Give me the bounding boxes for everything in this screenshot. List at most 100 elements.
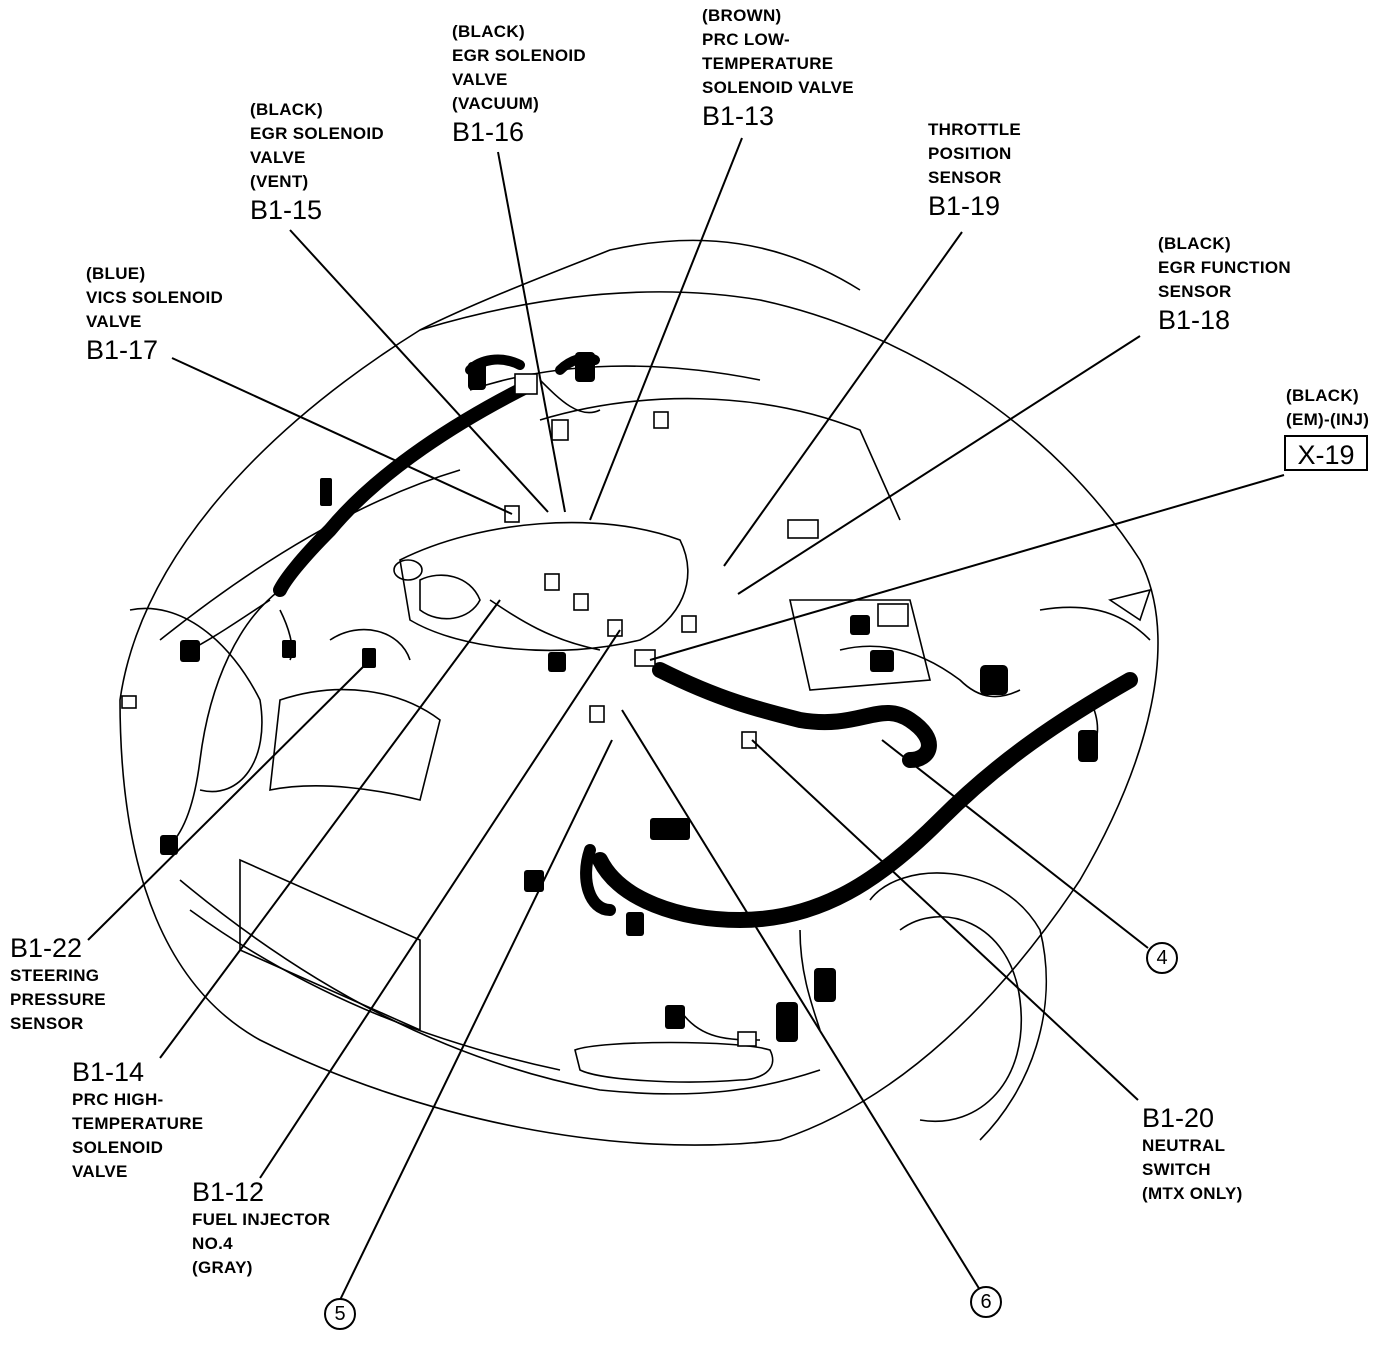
label-line: EGR FUNCTION — [1158, 258, 1291, 277]
label-line: (BROWN) — [702, 6, 782, 25]
label-x-19: (BLACK) (EM)-(INJ) — [1286, 384, 1369, 432]
hood-edge — [159, 469, 461, 641]
label-line: (BLACK) — [250, 100, 323, 119]
label-line: TEMPERATURE — [702, 54, 834, 73]
connector-code: B1-15 — [250, 195, 323, 225]
connector — [551, 419, 569, 441]
engine-cover — [399, 521, 689, 652]
fog-lamp — [574, 1041, 774, 1083]
battery-box — [789, 599, 932, 691]
connector-code: B1-19 — [928, 191, 1001, 221]
connector — [1078, 730, 1098, 762]
intake-pipe — [419, 574, 481, 620]
label-line: VALVE — [72, 1162, 128, 1181]
connector — [626, 912, 644, 936]
label-line: EGR SOLENOID — [250, 124, 384, 143]
label-b1-14: B1-14 PRC HIGH- TEMPERATURE SOLENOID VAL… — [72, 1056, 203, 1184]
connector — [814, 968, 836, 1002]
label-b1-22: B1-22 STEERING PRESSURE SENSOR — [10, 932, 106, 1036]
label-line: NEUTRAL — [1142, 1136, 1226, 1155]
leader-b1-19 — [723, 231, 963, 567]
bumper-front — [179, 879, 821, 1095]
connector — [589, 705, 605, 723]
label-line: FUEL INJECTOR — [192, 1210, 331, 1229]
connector — [180, 640, 200, 662]
connector-code: B1-22 — [10, 933, 83, 963]
leader-b1-13 — [589, 137, 743, 521]
connector-code-x-19: X-19 — [1284, 435, 1368, 471]
callout-4: 4 — [1146, 942, 1178, 974]
leader-b1-18 — [737, 335, 1141, 595]
leader-x-19 — [649, 474, 1285, 661]
leader-c6 — [621, 709, 981, 1291]
wire-left-lamp — [169, 589, 281, 846]
connector — [573, 593, 589, 611]
connector — [320, 478, 332, 506]
connector — [575, 352, 595, 382]
grille-line — [189, 909, 561, 1071]
connector — [650, 818, 690, 840]
connector — [787, 519, 819, 539]
callout-5: 5 — [324, 1298, 356, 1330]
connector-code: B1-20 — [1142, 1103, 1215, 1133]
label-b1-13: (BROWN) PRC LOW- TEMPERATURE SOLENOID VA… — [702, 4, 854, 132]
leader-b1-12 — [259, 629, 621, 1179]
label-line: VICS SOLENOID — [86, 288, 224, 307]
body-outline — [119, 291, 1159, 1146]
label-line: SENSOR — [10, 1014, 84, 1033]
label-line: TEMPERATURE — [72, 1114, 204, 1133]
connector-code: B1-14 — [72, 1057, 145, 1087]
connector — [665, 1005, 685, 1029]
label-line: SENSOR — [928, 168, 1002, 187]
label-line: (BLACK) — [1286, 386, 1359, 405]
leader-b1-15 — [289, 229, 549, 513]
label-b1-12: B1-12 FUEL INJECTOR NO.4 (GRAY) — [192, 1176, 330, 1280]
connectors — [160, 352, 1098, 1042]
connector — [121, 695, 137, 709]
label-line: SWITCH — [1142, 1160, 1211, 1179]
connector — [870, 650, 894, 672]
connector — [741, 731, 757, 749]
label-line: VALVE — [452, 70, 508, 89]
connector — [362, 648, 376, 668]
connector — [544, 573, 560, 591]
label-line: VALVE — [86, 312, 142, 331]
mirror-right — [1108, 588, 1152, 622]
firewall — [539, 397, 901, 521]
harness-main-right — [652, 662, 937, 768]
connector — [160, 835, 178, 855]
strut-left — [329, 628, 411, 661]
label-line: (BLUE) — [86, 264, 146, 283]
label-line: NO.4 — [192, 1234, 233, 1253]
headlight-left — [129, 607, 263, 793]
label-line: (VACUUM) — [452, 94, 540, 113]
cowl — [469, 365, 761, 391]
connector — [877, 603, 909, 627]
label-line: THROTTLE — [928, 120, 1022, 139]
label-line: SOLENOID VALVE — [702, 78, 854, 97]
connector-code: B1-16 — [452, 117, 525, 147]
label-b1-19: THROTTLE POSITION SENSOR B1-19 — [928, 118, 1021, 222]
wire-rear — [839, 645, 1021, 698]
oil-cap — [393, 559, 423, 581]
harness-main-left — [273, 378, 537, 597]
wheel-arch — [869, 872, 1047, 1141]
label-line: (VENT) — [250, 172, 309, 191]
connector-code: B1-13 — [702, 101, 775, 131]
wire-top — [539, 379, 601, 414]
label-line: VALVE — [250, 148, 306, 167]
connector — [634, 649, 656, 667]
label-line: (MTX ONLY) — [1142, 1184, 1243, 1203]
label-b1-18: (BLACK) EGR FUNCTION SENSOR B1-18 — [1158, 232, 1291, 336]
leader-b1-22 — [87, 659, 371, 941]
callout-6: 6 — [970, 1286, 1002, 1318]
leader-c5 — [339, 739, 613, 1301]
label-line: SENSOR — [1158, 282, 1232, 301]
connector — [653, 411, 669, 429]
connector-code: B1-17 — [86, 335, 159, 365]
leader-b1-20 — [751, 739, 1139, 1101]
wire-center — [489, 599, 601, 651]
vehicle-outline — [119, 239, 1159, 1146]
